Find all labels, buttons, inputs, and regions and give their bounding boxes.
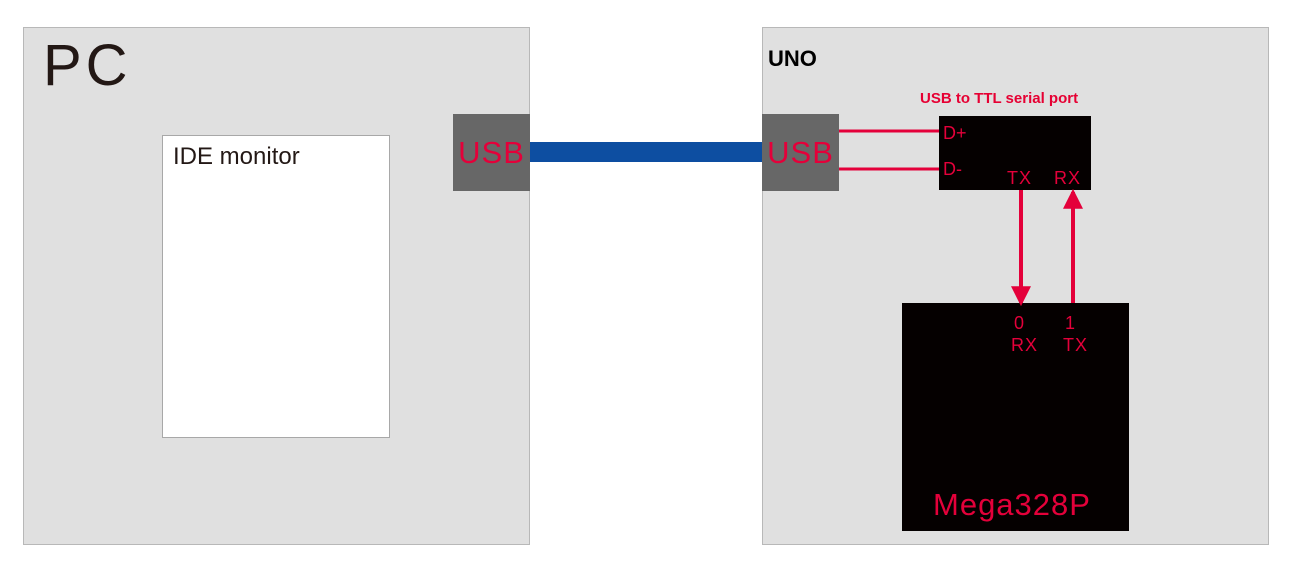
uno-usb-label: USB bbox=[767, 134, 834, 170]
ttl-pin-dplus: D+ bbox=[943, 123, 967, 143]
uno-title: UNO bbox=[768, 46, 817, 71]
pc-title: PC bbox=[43, 33, 132, 98]
mega-pin0-name: RX bbox=[1011, 335, 1039, 355]
pc-usb-label: USB bbox=[458, 134, 525, 170]
mega-pin1-name: TX bbox=[1063, 335, 1089, 355]
mega-pin1-number: 1 bbox=[1065, 313, 1076, 333]
mega328p-chip bbox=[902, 303, 1129, 531]
mega328p-label: Mega328P bbox=[933, 487, 1091, 522]
usb-ttl-chip bbox=[939, 116, 1091, 190]
ttl-pin-rx: RX bbox=[1054, 168, 1082, 188]
ide-monitor-box bbox=[162, 135, 390, 438]
uno-usb-port: USB bbox=[762, 114, 839, 191]
usb-ttl-title: USB to TTL serial port bbox=[920, 90, 1079, 107]
mega-pin0-number: 0 bbox=[1014, 313, 1025, 333]
ttl-pin-tx: TX bbox=[1007, 168, 1033, 188]
pc-usb-port: USB bbox=[453, 114, 530, 191]
ide-monitor-label: IDE monitor bbox=[173, 143, 300, 170]
ttl-pin-dminus: D- bbox=[943, 159, 962, 179]
